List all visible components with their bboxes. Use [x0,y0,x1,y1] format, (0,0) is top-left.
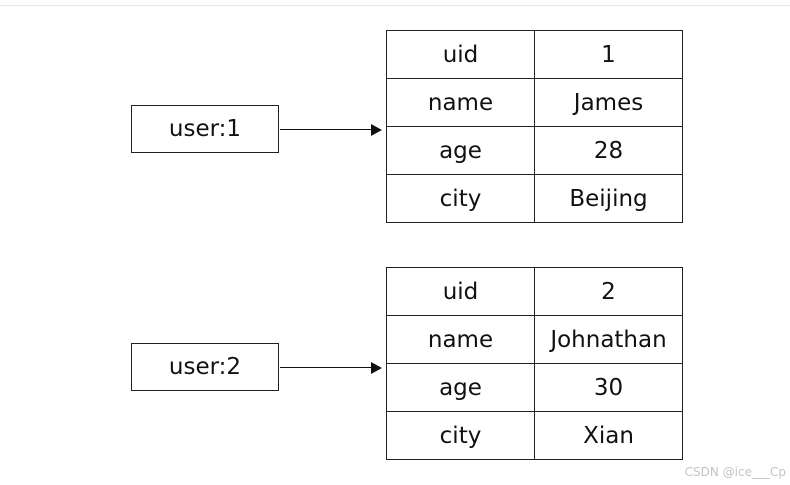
table-row: name Johnathan [386,315,683,364]
top-divider [0,0,790,6]
field-name-cell: city [386,174,535,223]
key-label: user:1 [168,116,242,142]
table-row: name James [386,78,683,127]
hash-table-user-2: uid 2 name Johnathan age 30 city Xian [386,267,683,460]
field-value-cell: Johnathan [534,315,683,364]
field-value-cell: Beijing [534,174,683,223]
field-name-cell: name [386,315,535,364]
field-value-cell: 30 [534,363,683,412]
field-name-cell: age [386,126,535,175]
hash-table-user-1: uid 1 name James age 28 city Beijing [386,30,683,223]
table-row: uid 2 [386,267,683,316]
table-row: uid 1 [386,30,683,79]
field-name-cell: name [386,78,535,127]
field-value-cell: James [534,78,683,127]
field-name-cell: uid [386,30,535,79]
field-name-cell: age [386,363,535,412]
field-value-cell: 1 [534,30,683,79]
field-value-cell: Xian [534,411,683,460]
table-row: city Xian [386,411,683,460]
key-label: user:2 [168,354,242,380]
table-row: age 28 [386,126,683,175]
watermark-text: CSDN @ice___Cp [684,465,786,479]
field-value-cell: 2 [534,267,683,316]
field-name-cell: city [386,411,535,460]
arrow-user-2 [280,362,382,374]
field-name-cell: uid [386,267,535,316]
table-row: city Beijing [386,174,683,223]
arrow-user-1 [280,124,382,136]
table-row: age 30 [386,363,683,412]
field-value-cell: 28 [534,126,683,175]
key-box-user-2: user:2 [131,343,279,391]
key-box-user-1: user:1 [131,105,279,153]
